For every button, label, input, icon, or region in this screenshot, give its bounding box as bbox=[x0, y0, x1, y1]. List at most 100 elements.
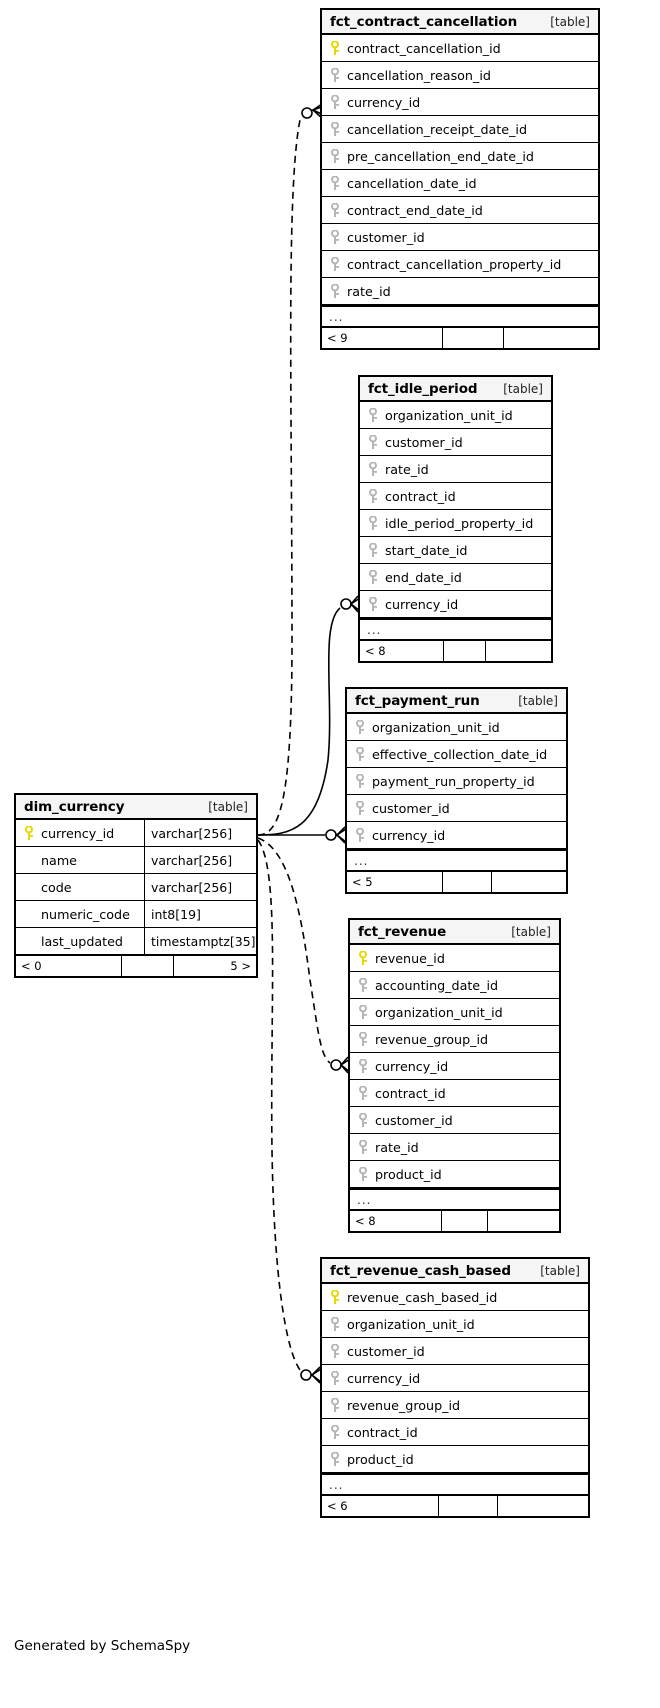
column-row[interactable]: customer_id bbox=[322, 224, 598, 251]
foreign-key-icon bbox=[357, 1167, 369, 1181]
parent-relations-count[interactable]: < 8 bbox=[350, 1211, 442, 1231]
column-row[interactable]: product_id bbox=[350, 1161, 559, 1188]
column-name-cell: customer_id bbox=[322, 230, 598, 245]
table-title-fct_idle_period[interactable]: fct_idle_period[table] bbox=[360, 377, 551, 402]
column-name-cell: cancellation_date_id bbox=[322, 176, 598, 191]
child-relations-count[interactable] bbox=[486, 641, 551, 661]
child-relations-count[interactable] bbox=[504, 328, 598, 348]
column-row[interactable]: revenue_group_id bbox=[322, 1392, 588, 1419]
table-node-fct_idle_period[interactable]: fct_idle_period[table]organization_unit_… bbox=[358, 375, 553, 663]
foreign-key-icon bbox=[367, 435, 379, 449]
column-row[interactable]: currency_id bbox=[322, 89, 598, 116]
parent-relations-count[interactable]: < 8 bbox=[360, 641, 445, 661]
parent-relations-count[interactable]: < 9 bbox=[322, 328, 444, 348]
column-name-cell: organization_unit_id bbox=[347, 720, 566, 735]
child-relations-count[interactable] bbox=[488, 1211, 559, 1231]
table-node-fct_revenue_cash_based[interactable]: fct_revenue_cash_based[table]revenue_cas… bbox=[320, 1257, 590, 1518]
column-row[interactable]: product_id bbox=[322, 1446, 588, 1473]
column-row[interactable]: contract_cancellation_id bbox=[322, 35, 598, 62]
column-name-label: payment_run_property_id bbox=[372, 773, 535, 789]
child-relations-count[interactable] bbox=[492, 872, 566, 892]
column-row[interactable]: idle_period_property_id bbox=[360, 510, 551, 537]
table-title-dim_currency[interactable]: dim_currency[table] bbox=[16, 795, 256, 820]
column-row[interactable]: accounting_date_id bbox=[350, 972, 559, 999]
primary-key-icon bbox=[329, 41, 341, 55]
column-row[interactable]: cancellation_reason_id bbox=[322, 62, 598, 89]
child-relations-count[interactable]: 5 > bbox=[230, 959, 251, 973]
table-footer: < 8 bbox=[350, 1210, 559, 1231]
column-row[interactable]: customer_id bbox=[350, 1107, 559, 1134]
parent-relations-count[interactable]: < 6 bbox=[322, 1496, 440, 1516]
column-name-label: revenue_group_id bbox=[375, 1031, 489, 1047]
column-row[interactable]: currency_id bbox=[322, 1365, 588, 1392]
column-name-cell: revenue_group_id bbox=[350, 1032, 559, 1047]
column-row[interactable]: contract_id bbox=[350, 1080, 559, 1107]
table-title-fct_payment_run[interactable]: fct_payment_run[table] bbox=[347, 689, 566, 714]
column-row[interactable]: contract_cancellation_property_id bbox=[322, 251, 598, 278]
column-name-cell: start_date_id bbox=[360, 543, 551, 558]
column-row[interactable]: currency_id bbox=[347, 822, 566, 849]
table-node-fct_payment_run[interactable]: fct_payment_run[table] organization_unit_… bbox=[345, 687, 568, 894]
column-row[interactable]: pre_cancellation_end_date_id bbox=[322, 143, 598, 170]
table-title-fct_contract_cancellation[interactable]: fct_contract_cancellation[table] bbox=[322, 10, 598, 35]
column-row[interactable]: payment_run_property_id bbox=[347, 768, 566, 795]
column-name-cell: contract_id bbox=[350, 1086, 559, 1101]
column-row[interactable]: contract_end_date_id bbox=[322, 197, 598, 224]
column-row[interactable]: end_date_id bbox=[360, 564, 551, 591]
column-name-cell: numeric_code bbox=[16, 907, 144, 922]
foreign-key-icon bbox=[329, 230, 341, 244]
foreign-key-icon bbox=[367, 462, 379, 476]
column-name-label: accounting_date_id bbox=[375, 977, 499, 993]
column-name-label: organization_unit_id bbox=[375, 1004, 503, 1020]
column-name-label: contract_id bbox=[347, 1424, 418, 1440]
column-row[interactable]: cancellation_date_id bbox=[322, 170, 598, 197]
column-row[interactable]: cancellation_receipt_date_id bbox=[322, 116, 598, 143]
column-name-cell: payment_run_property_id bbox=[347, 774, 566, 789]
column-row[interactable]: revenue_id bbox=[350, 945, 559, 972]
column-row[interactable]: organization_unit_id bbox=[322, 1311, 588, 1338]
table-node-fct_revenue[interactable]: fct_revenue[table]revenue_id accounting_d… bbox=[348, 918, 561, 1233]
table-footer: < 0 5 > bbox=[16, 955, 256, 976]
table-title-fct_revenue[interactable]: fct_revenue[table] bbox=[350, 920, 559, 945]
column-name-label: name bbox=[41, 852, 77, 868]
table-title-fct_revenue_cash_based[interactable]: fct_revenue_cash_based[table] bbox=[322, 1259, 588, 1284]
table-node-fct_contract_cancellation[interactable]: fct_contract_cancellation[table] contract… bbox=[320, 8, 600, 350]
column-row[interactable]: effective_collection_date_id bbox=[347, 741, 566, 768]
column-row[interactable]: contract_id bbox=[360, 483, 551, 510]
column-name-label: end_date_id bbox=[385, 569, 462, 585]
column-name-label: last_updated bbox=[41, 933, 123, 949]
column-row[interactable]: currency_id bbox=[360, 591, 551, 618]
column-row[interactable]: organization_unit_id bbox=[360, 402, 551, 429]
column-row[interactable]: rate_id bbox=[350, 1134, 559, 1161]
column-row[interactable]: revenue_cash_based_id bbox=[322, 1284, 588, 1311]
key-icon-placeholder bbox=[23, 853, 35, 867]
column-type-cell: timestamptz[35] bbox=[144, 928, 256, 954]
table-type-tag: [table] bbox=[518, 693, 558, 708]
parent-relations-count[interactable]: < 0 bbox=[16, 956, 122, 976]
column-row[interactable]: rate_id bbox=[322, 278, 598, 305]
column-row[interactable]: organization_unit_id bbox=[347, 714, 566, 741]
column-name-cell: idle_period_property_id bbox=[360, 516, 551, 531]
column-name-cell: contract_id bbox=[322, 1425, 588, 1440]
column-row[interactable]: last_updated timestamptz[35] bbox=[16, 928, 256, 955]
column-name-label: cancellation_date_id bbox=[347, 175, 477, 191]
column-row[interactable]: revenue_group_id bbox=[350, 1026, 559, 1053]
column-name-cell: contract_cancellation_id bbox=[322, 41, 598, 56]
column-row[interactable]: start_date_id bbox=[360, 537, 551, 564]
parent-relations-count[interactable]: < 5 bbox=[347, 872, 444, 892]
column-row[interactable]: currency_id bbox=[350, 1053, 559, 1080]
foreign-key-icon bbox=[329, 95, 341, 109]
column-row[interactable]: customer_id bbox=[347, 795, 566, 822]
column-row[interactable]: rate_id bbox=[360, 456, 551, 483]
column-name-cell: currency_id bbox=[350, 1059, 559, 1074]
column-row[interactable]: contract_id bbox=[322, 1419, 588, 1446]
child-relations-count[interactable] bbox=[498, 1496, 588, 1516]
column-row[interactable]: customer_id bbox=[360, 429, 551, 456]
column-row[interactable]: organization_unit_id bbox=[350, 999, 559, 1026]
column-row[interactable]: customer_id bbox=[322, 1338, 588, 1365]
